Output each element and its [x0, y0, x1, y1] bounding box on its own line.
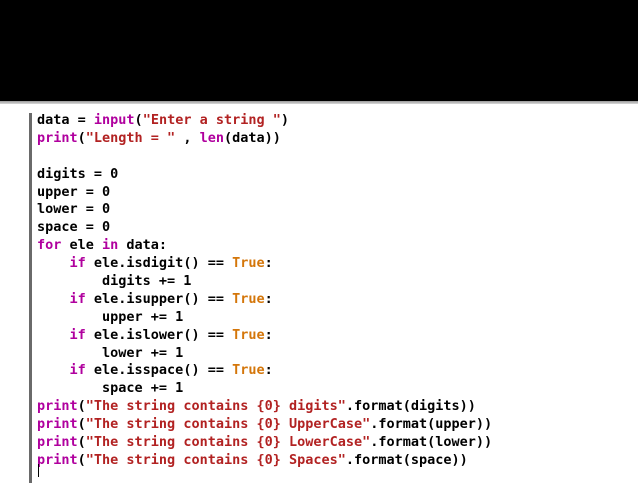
code-token-plain: ,	[175, 129, 200, 146]
code-token-str: "Length = "	[85, 129, 176, 146]
code-token-kw: input	[93, 112, 135, 128]
code-token-plain: (	[77, 129, 86, 146]
code-token-str: "The string contains {0} digits"	[85, 398, 346, 415]
editor-gutter-line	[29, 113, 32, 483]
code-token-kw: if	[69, 362, 86, 379]
code-token-str: "The string contains {0} Spaces"	[85, 451, 346, 468]
code-token-plain: ele.islower() ==	[85, 326, 233, 343]
code-line: lower = 0	[37, 201, 492, 219]
code-line: space = 0	[37, 219, 492, 237]
code-token-bool: True	[232, 290, 265, 307]
code-line: print("The string contains {0} UpperCase…	[37, 416, 492, 434]
code-line: data = input("Enter a string ")	[37, 112, 492, 130]
code-token-bool: True	[232, 362, 265, 379]
code-line: print("The string contains {0} LowerCase…	[37, 434, 492, 452]
code-token-bool: True	[232, 326, 265, 343]
code-line: print("The string contains {0} Spaces".f…	[37, 452, 492, 470]
code-token-plain: data =	[37, 112, 94, 128]
code-token-kw: in	[102, 237, 119, 254]
code-line: for ele in data:	[37, 237, 492, 255]
code-token-plain: (data))	[223, 129, 281, 146]
code-token-kw: for	[37, 237, 62, 254]
code-token-plain: (	[77, 416, 86, 433]
code-token-plain: digits = 0	[37, 165, 119, 182]
code-token-kw: if	[69, 326, 86, 343]
code-line: print("Length = " , len(data))	[37, 130, 492, 148]
code-token-kw: if	[69, 290, 86, 307]
code-line: space += 1	[37, 380, 492, 398]
code-token-plain: ele.isspace() ==	[85, 362, 233, 379]
code-token-plain: .format(digits))	[345, 398, 476, 415]
code-line: upper += 1	[37, 309, 492, 327]
code-token-plain	[37, 327, 70, 343]
code-token-plain: ele	[61, 237, 103, 254]
code-line: if ele.isdigit() == True:	[37, 255, 492, 273]
code-line: if ele.isupper() == True:	[37, 291, 492, 309]
header-bar	[0, 0, 638, 101]
code-token-kw: print	[37, 129, 78, 146]
code-token-plain: ele.isdigit() ==	[85, 255, 233, 272]
code-token-plain: data:	[118, 237, 168, 254]
code-token-kw: print	[37, 416, 78, 433]
code-token-plain: .format(space))	[345, 451, 468, 468]
header-divider	[0, 101, 638, 104]
code-token-plain: :	[264, 290, 273, 307]
code-token-plain: ele.isupper() ==	[85, 290, 233, 307]
code-line: if ele.isspace() == True:	[37, 362, 492, 380]
code-token-plain: (	[77, 451, 86, 468]
code-editor[interactable]: data = input("Enter a string ")print("Le…	[0, 104, 638, 483]
code-token-plain: upper += 1	[37, 308, 184, 325]
code-line: if ele.islower() == True:	[37, 327, 492, 345]
code-block[interactable]: data = input("Enter a string ")print("Le…	[37, 112, 492, 470]
code-line: upper = 0	[37, 184, 492, 202]
code-token-plain: (	[134, 112, 143, 128]
code-token-str: "Enter a string "	[142, 112, 281, 128]
code-token-plain: space += 1	[37, 380, 184, 397]
code-line: print("The string contains {0} digits".f…	[37, 398, 492, 416]
code-token-plain: lower += 1	[37, 344, 184, 361]
text-cursor	[38, 464, 39, 477]
code-token-plain: :	[264, 255, 273, 272]
code-token-plain: (	[77, 398, 86, 415]
code-token-plain	[37, 362, 70, 378]
code-token-str: "The string contains {0} UpperCase"	[85, 416, 371, 433]
code-token-kw: print	[37, 398, 78, 415]
code-token-str: "The string contains {0} LowerCase"	[85, 434, 371, 451]
code-line: digits += 1	[37, 273, 492, 291]
code-token-kw: print	[37, 451, 78, 468]
code-token-kw: len	[199, 129, 224, 146]
code-token-plain	[37, 255, 70, 271]
code-token-plain: digits += 1	[37, 273, 192, 290]
code-token-plain: lower = 0	[37, 201, 111, 218]
code-line: lower += 1	[37, 345, 492, 363]
code-token-plain: space = 0	[37, 219, 111, 236]
code-token-plain: .format(lower))	[370, 434, 493, 451]
code-token-kw: print	[37, 434, 78, 451]
code-token-plain: :	[264, 326, 273, 343]
code-line	[37, 148, 492, 166]
code-token-plain: (	[77, 434, 86, 451]
code-token-plain: )	[280, 112, 289, 128]
code-line: digits = 0	[37, 166, 492, 184]
code-token-bool: True	[232, 255, 265, 272]
code-token-plain	[37, 291, 70, 307]
code-token-kw: if	[69, 255, 86, 272]
code-token-plain: upper = 0	[37, 183, 111, 200]
code-token-plain: :	[264, 362, 273, 379]
code-token-plain: .format(upper))	[370, 416, 493, 433]
